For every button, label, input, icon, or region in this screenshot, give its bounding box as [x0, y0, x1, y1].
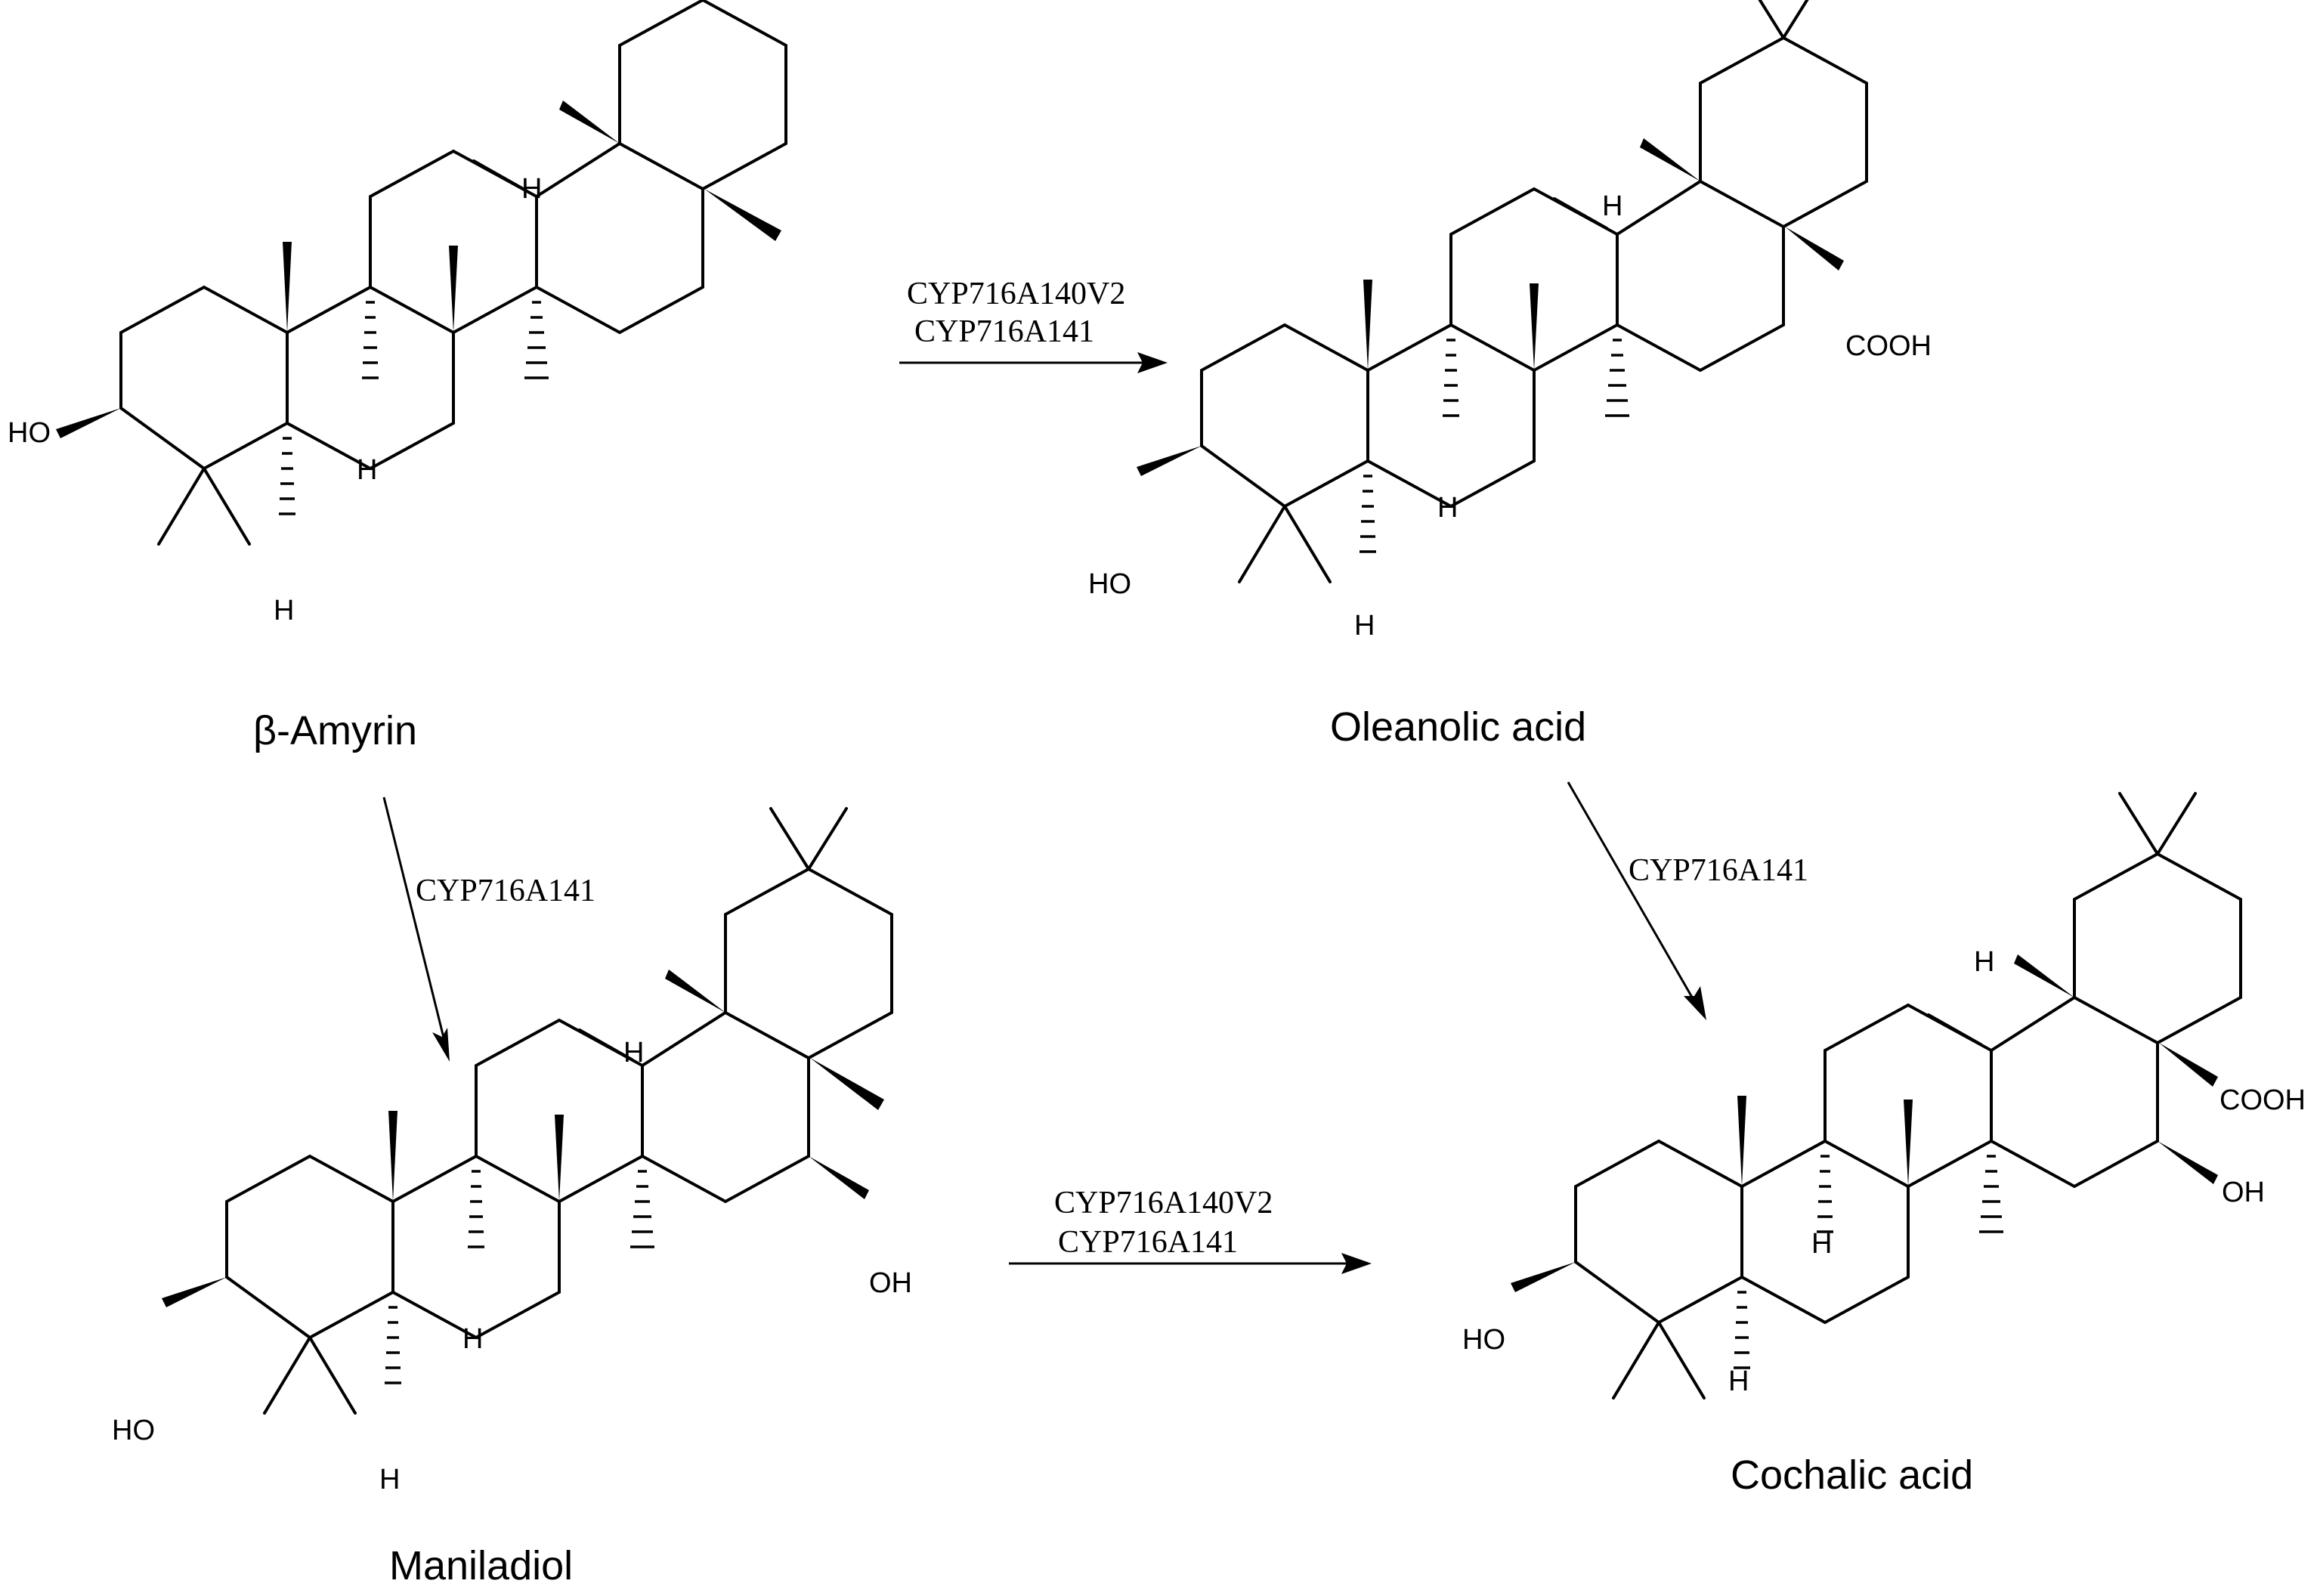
arrow-amyrin-to-oleanolic: CYP716A140V2 CYP716A141 — [899, 277, 1168, 373]
molecule-maniladiol: HO OH H H H Maniladiol — [112, 807, 912, 1588]
beta-amyrin-h3-label: H — [274, 595, 294, 626]
maniladiol-name: Maniladiol — [389, 1543, 573, 1588]
oleanolic-acid-h2-label: H — [1437, 492, 1458, 524]
maniladiol-h2-label: H — [462, 1323, 483, 1355]
arrow-amyrin-to-maniladiol: CYP716A141 — [382, 796, 595, 1062]
enzyme-label: CYP716A141 — [1629, 853, 1808, 888]
oleanolic-acid-h3-label: H — [1354, 610, 1375, 642]
maniladiol-skeleton — [162, 807, 893, 1415]
molecule-oleanolic-acid: HO COOH H H H Oleanolic acid — [1088, 0, 1932, 750]
cochalic-acid-name: Cochalic acid — [1731, 1452, 1973, 1498]
oleanolic-acid-name: Oleanolic acid — [1330, 704, 1586, 750]
beta-amyrin-h2-label: H — [357, 454, 377, 486]
cochalic-acid-ho-label: HO — [1462, 1324, 1505, 1356]
enzyme-label: CYP716A141 — [914, 314, 1094, 349]
maniladiol-ho-label: HO — [112, 1415, 155, 1446]
cochalic-acid-h3-label: H — [1728, 1366, 1749, 1397]
cochalic-acid-h1-label: H — [1974, 946, 1994, 978]
maniladiol-h3-label: H — [379, 1464, 400, 1495]
oleanolic-acid-ho-label: HO — [1088, 568, 1131, 600]
cochalic-acid-oh-label: OH — [2222, 1177, 2265, 1208]
maniladiol-h1-label: H — [623, 1037, 644, 1069]
molecule-beta-amyrin: HO H H H β-Amyrin — [8, 0, 787, 753]
cochalic-acid-cooh-label: COOH — [2219, 1084, 2306, 1116]
enzyme-label: CYP716A141 — [1058, 1225, 1238, 1260]
beta-amyrin-name: β-Amyrin — [253, 708, 417, 753]
beta-amyrin-skeleton — [56, 0, 787, 546]
arrow-oleanolic-to-cochalic: CYP716A141 — [1567, 781, 1808, 1020]
arrow-maniladiol-to-cochalic: CYP716A140V2 CYP716A141 — [1009, 1186, 1372, 1274]
enzyme-label: CYP716A141 — [416, 874, 595, 908]
enzyme-label: CYP716A140V2 — [1054, 1186, 1273, 1220]
maniladiol-oh-label: OH — [869, 1267, 912, 1299]
oleanolic-acid-cooh-label: COOH — [1845, 330, 1932, 362]
cochalic-acid-skeleton — [1511, 792, 2242, 1400]
molecule-cochalic-acid: HO OH COOH H H H Cochalic acid — [1462, 792, 2306, 1498]
enzyme-label: CYP716A140V2 — [907, 277, 1125, 311]
oleanolic-acid-skeleton — [1137, 0, 1868, 583]
oleanolic-acid-h1-label: H — [1602, 190, 1622, 222]
beta-amyrin-h1-label: H — [521, 173, 542, 205]
cochalic-acid-h2-label: H — [1811, 1228, 1832, 1260]
beta-amyrin-ho-label: HO — [8, 417, 51, 449]
